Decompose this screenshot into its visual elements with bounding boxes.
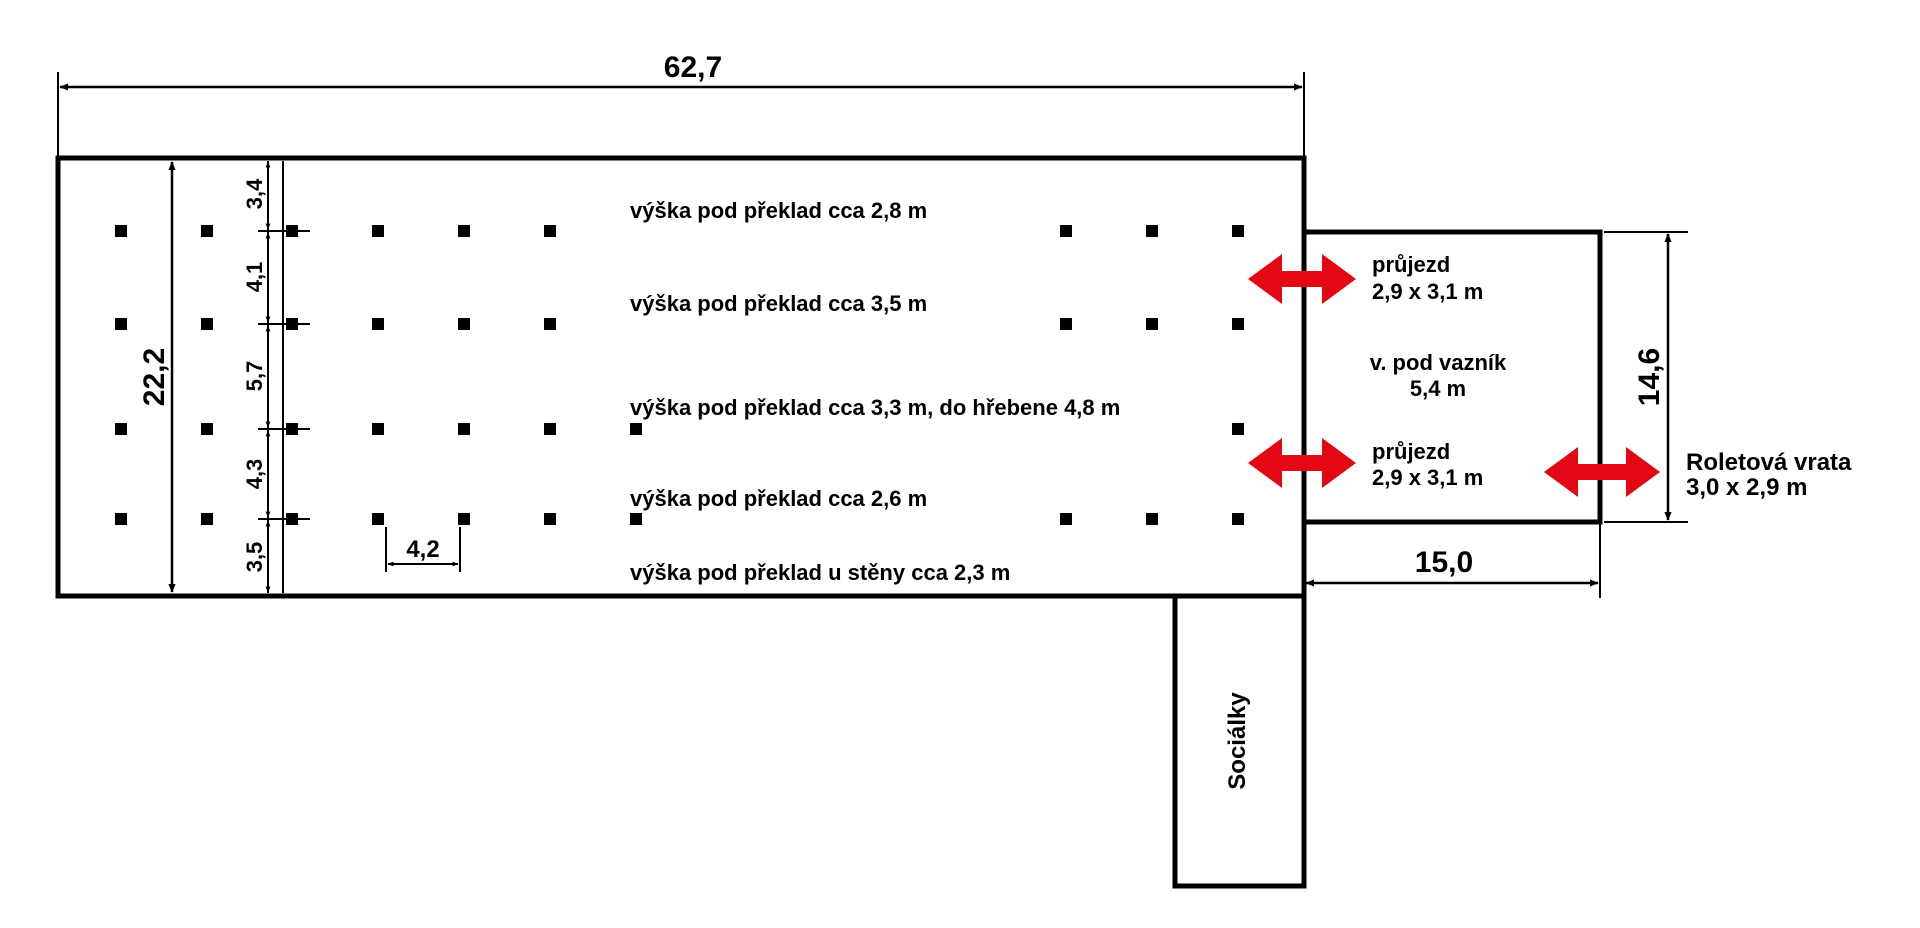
column-r1-c14 bbox=[1232, 225, 1244, 237]
column-r3-c4 bbox=[372, 423, 384, 435]
bay-width-label-2: 4,1 bbox=[242, 262, 267, 293]
column-r4-c6 bbox=[544, 513, 556, 525]
passage-top-size: 2,9 x 3,1 m bbox=[1372, 279, 1483, 304]
column-grid bbox=[115, 225, 1244, 525]
height-label-row3: výška pod překlad cca 3,3 m, do hřebene … bbox=[630, 395, 1120, 420]
column-spacing-label: 4,2 bbox=[406, 536, 439, 563]
column-r3-c6 bbox=[544, 423, 556, 435]
column-r2-c13 bbox=[1146, 318, 1158, 330]
column-r2-c4 bbox=[372, 318, 384, 330]
column-r4-c3 bbox=[286, 513, 298, 525]
passage-bottom-arrow-icon bbox=[1248, 438, 1356, 488]
column-r2-c6 bbox=[544, 318, 556, 330]
column-r1-c5 bbox=[458, 225, 470, 237]
column-r3-c1 bbox=[115, 423, 127, 435]
column-r3-c14 bbox=[1232, 423, 1244, 435]
column-r2-c1 bbox=[115, 318, 127, 330]
column-r4-c12 bbox=[1060, 513, 1072, 525]
column-r1-c6 bbox=[544, 225, 556, 237]
column-r3-c3 bbox=[286, 423, 298, 435]
column-r2-c5 bbox=[458, 318, 470, 330]
height-label-row4: výška pod překlad cca 2,6 m bbox=[630, 486, 927, 511]
height-label-row1: výška pod překlad cca 2,8 m bbox=[630, 198, 927, 223]
width-dimension: 22,2 bbox=[138, 161, 176, 593]
bay-width-label-3: 5,7 bbox=[242, 361, 267, 392]
roller-door-title: Roletová vrata bbox=[1686, 449, 1852, 476]
column-spacing-dimension: 4,2 bbox=[385, 527, 461, 572]
column-r4-c7 bbox=[630, 513, 642, 525]
column-r3-c5 bbox=[458, 423, 470, 435]
column-r2-c12 bbox=[1060, 318, 1072, 330]
column-r1-c13 bbox=[1146, 225, 1158, 237]
bay-dimension-chain: 3,4 4,1 5,7 4,3 3,5 bbox=[242, 161, 310, 593]
height-label-row5: výška pod překlad u stěny cca 2,3 m bbox=[630, 560, 1010, 585]
length-label: 62,7 bbox=[664, 51, 722, 84]
passage-bottom-size: 2,9 x 3,1 m bbox=[1372, 465, 1483, 490]
column-r4-c14 bbox=[1232, 513, 1244, 525]
column-r3-c7 bbox=[630, 423, 642, 435]
height-label-row2: výška pod překlad cca 3,5 m bbox=[630, 291, 927, 316]
roller-door-size: 3,0 x 2,9 m bbox=[1686, 474, 1807, 501]
column-r1-c3 bbox=[286, 225, 298, 237]
social-room-label: Sociálky bbox=[1224, 692, 1251, 790]
column-r1-c12 bbox=[1060, 225, 1072, 237]
column-r4-c13 bbox=[1146, 513, 1158, 525]
annex-width-dimension: 14,6 bbox=[1604, 231, 1688, 523]
annex-length-dimension: 15,0 bbox=[1303, 524, 1601, 598]
bay-width-label-4: 4,3 bbox=[242, 459, 267, 490]
column-r4-c5 bbox=[458, 513, 470, 525]
column-r1-c2 bbox=[201, 225, 213, 237]
annex-outline bbox=[1301, 229, 1603, 525]
passage-bottom-title: průjezd bbox=[1372, 439, 1450, 464]
column-r2-c2 bbox=[201, 318, 213, 330]
truss-height-value: 5,4 m bbox=[1410, 376, 1466, 401]
column-r3-c2 bbox=[201, 423, 213, 435]
social-room-outline bbox=[1172, 593, 1307, 889]
column-r1-c4 bbox=[372, 225, 384, 237]
column-r4-c4 bbox=[372, 513, 384, 525]
annex-width-label: 14,6 bbox=[1633, 348, 1666, 406]
width-label: 22,2 bbox=[138, 348, 171, 406]
column-r1-c1 bbox=[115, 225, 127, 237]
length-dimension: 62,7 bbox=[57, 51, 1305, 158]
column-r2-c3 bbox=[286, 318, 298, 330]
column-r4-c2 bbox=[201, 513, 213, 525]
column-r2-c14 bbox=[1232, 318, 1244, 330]
passage-top-title: průjezd bbox=[1372, 252, 1450, 277]
bay-width-label-5: 3,5 bbox=[242, 542, 267, 573]
annex-length-label: 15,0 bbox=[1415, 546, 1473, 579]
truss-height-label: v. pod vazník bbox=[1370, 350, 1507, 375]
column-r4-c1 bbox=[115, 513, 127, 525]
passage-top-arrow-icon bbox=[1248, 254, 1356, 304]
bay-width-label-1: 3,4 bbox=[242, 178, 267, 209]
roller-door-arrow-icon bbox=[1544, 447, 1660, 497]
